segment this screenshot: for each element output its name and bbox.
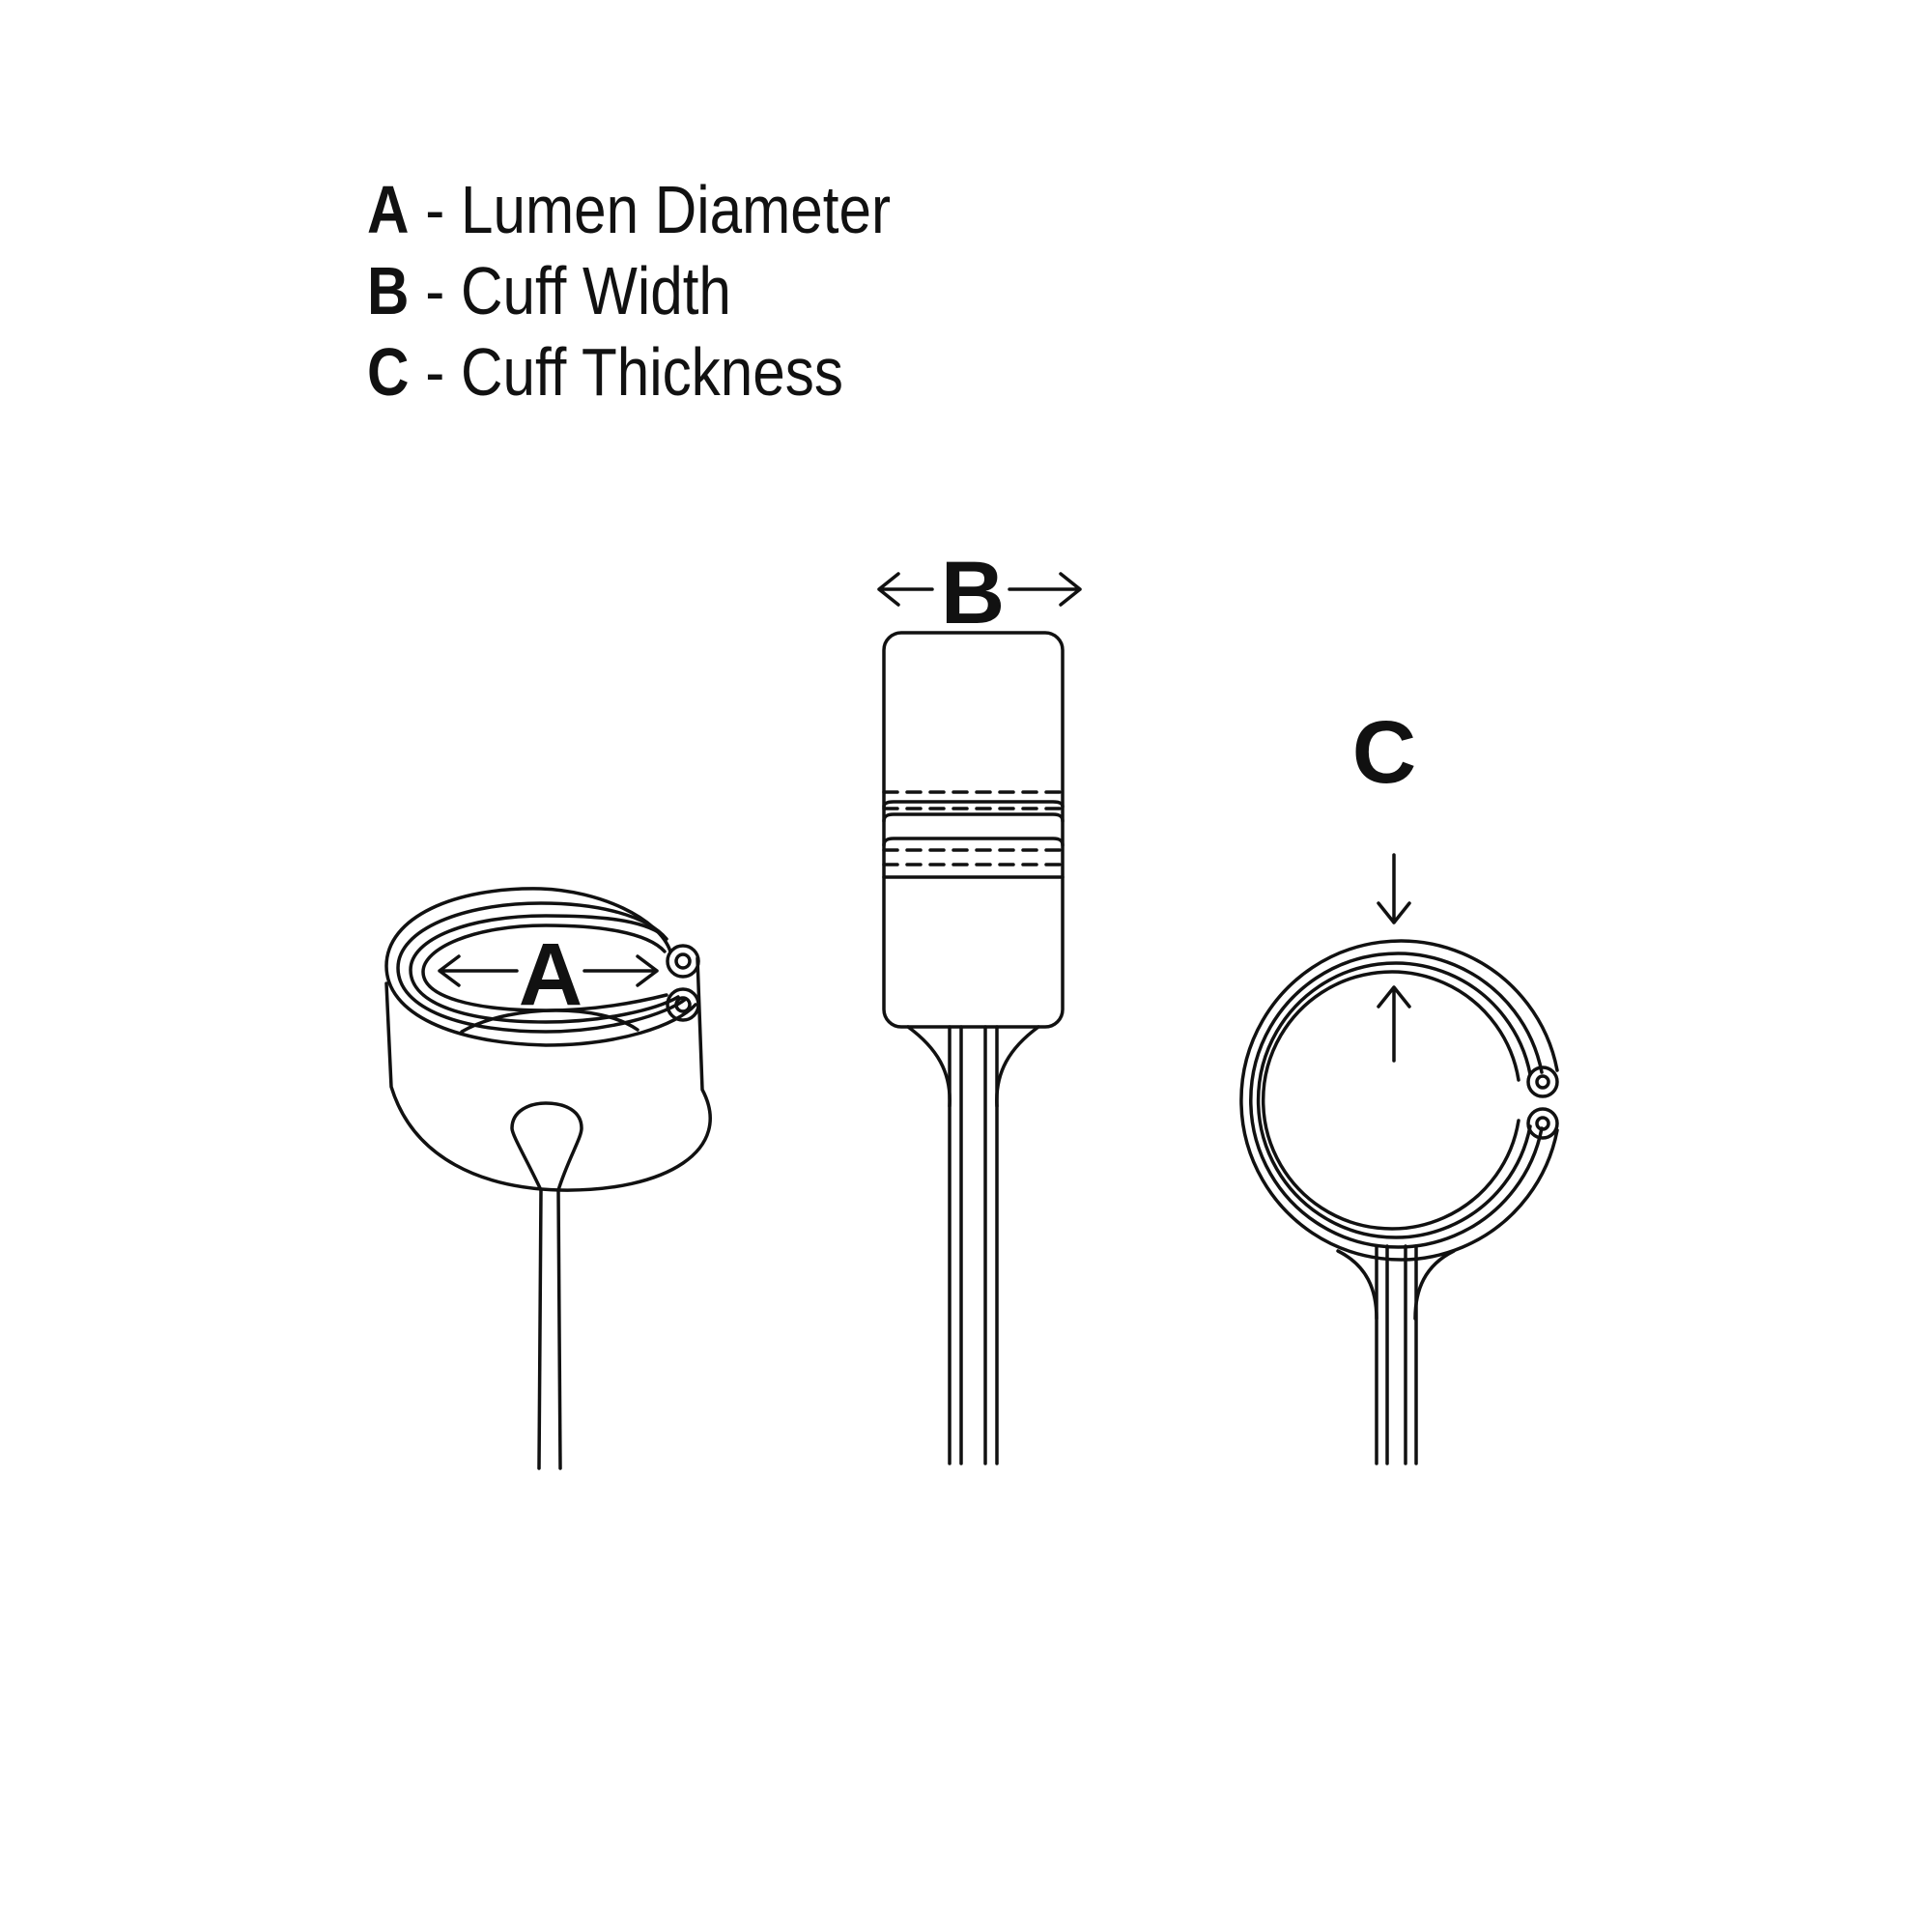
legend-row-c: C - Cuff Thickness (367, 331, 891, 412)
cuff-perspective-view (384, 887, 712, 1470)
label-a: A (519, 925, 582, 1024)
legend-text: Cuff Thickness (460, 334, 843, 410)
cross-strain-relief-left (1336, 1249, 1378, 1321)
cross-lead-loop-upper (1526, 1065, 1559, 1098)
contact-band-upper (882, 800, 1065, 809)
legend: A - Lumen Diameter B - Cuff Width C - Cu… (367, 169, 976, 412)
cuff-body-outline (384, 956, 712, 1192)
cuff-side-view (877, 572, 1082, 1465)
lead-loop-upper (666, 944, 700, 979)
cross-lead-loop-lower-core (1535, 1116, 1550, 1131)
legend-row-b: B - Cuff Width (367, 250, 891, 331)
contact-band-lower-line (882, 812, 1065, 823)
legend-separator: - (425, 253, 445, 328)
label-c: C (1352, 703, 1416, 802)
cuff-side-body (882, 631, 1065, 1029)
legend-text: Cuff Width (460, 253, 731, 328)
legend-key: C (367, 334, 410, 410)
strain-relief-left (906, 1025, 952, 1108)
legend-separator: - (425, 334, 445, 410)
lead-exit-loop (510, 1101, 583, 1192)
legend-separator: - (425, 172, 445, 247)
lumen-back-wall (460, 1009, 639, 1034)
lead-loop-upper-core (674, 952, 692, 970)
cross-section-inner-ring (1262, 970, 1520, 1231)
cuff-width-arrow (877, 572, 1082, 607)
cross-lead-loop-lower (1526, 1107, 1559, 1140)
label-b: B (941, 544, 1005, 642)
legend-key: B (367, 253, 410, 328)
cuff-rim-3 (409, 914, 680, 1024)
lumen-edge (421, 923, 668, 1012)
lead-loop-lower-core (674, 996, 692, 1013)
lead-wire-right (556, 1188, 562, 1470)
cross-lead-loop-upper-core (1535, 1074, 1550, 1090)
cross-strain-relief-right (1413, 1249, 1456, 1321)
cuff-rim-2 (396, 901, 688, 1034)
legend-key: A (367, 172, 410, 247)
lumen-diameter-arrow (438, 954, 659, 987)
cross-section-outer-ring (1239, 939, 1559, 1262)
legend-text: Lumen Diameter (460, 172, 892, 247)
legend-row-a: A - Lumen Diameter (367, 169, 891, 250)
strain-relief-right (995, 1025, 1040, 1108)
lead-wire-left (537, 1188, 543, 1470)
contact-band-lower (882, 837, 1065, 847)
cuff-cross-section (1239, 853, 1559, 1465)
cuff-outer-rim (384, 887, 697, 1047)
cross-section-ring-2 (1249, 952, 1544, 1249)
cross-section-ring-3 (1256, 961, 1532, 1239)
cuff-thickness-arrow (1377, 853, 1411, 1063)
lead-loop-lower (666, 987, 700, 1022)
